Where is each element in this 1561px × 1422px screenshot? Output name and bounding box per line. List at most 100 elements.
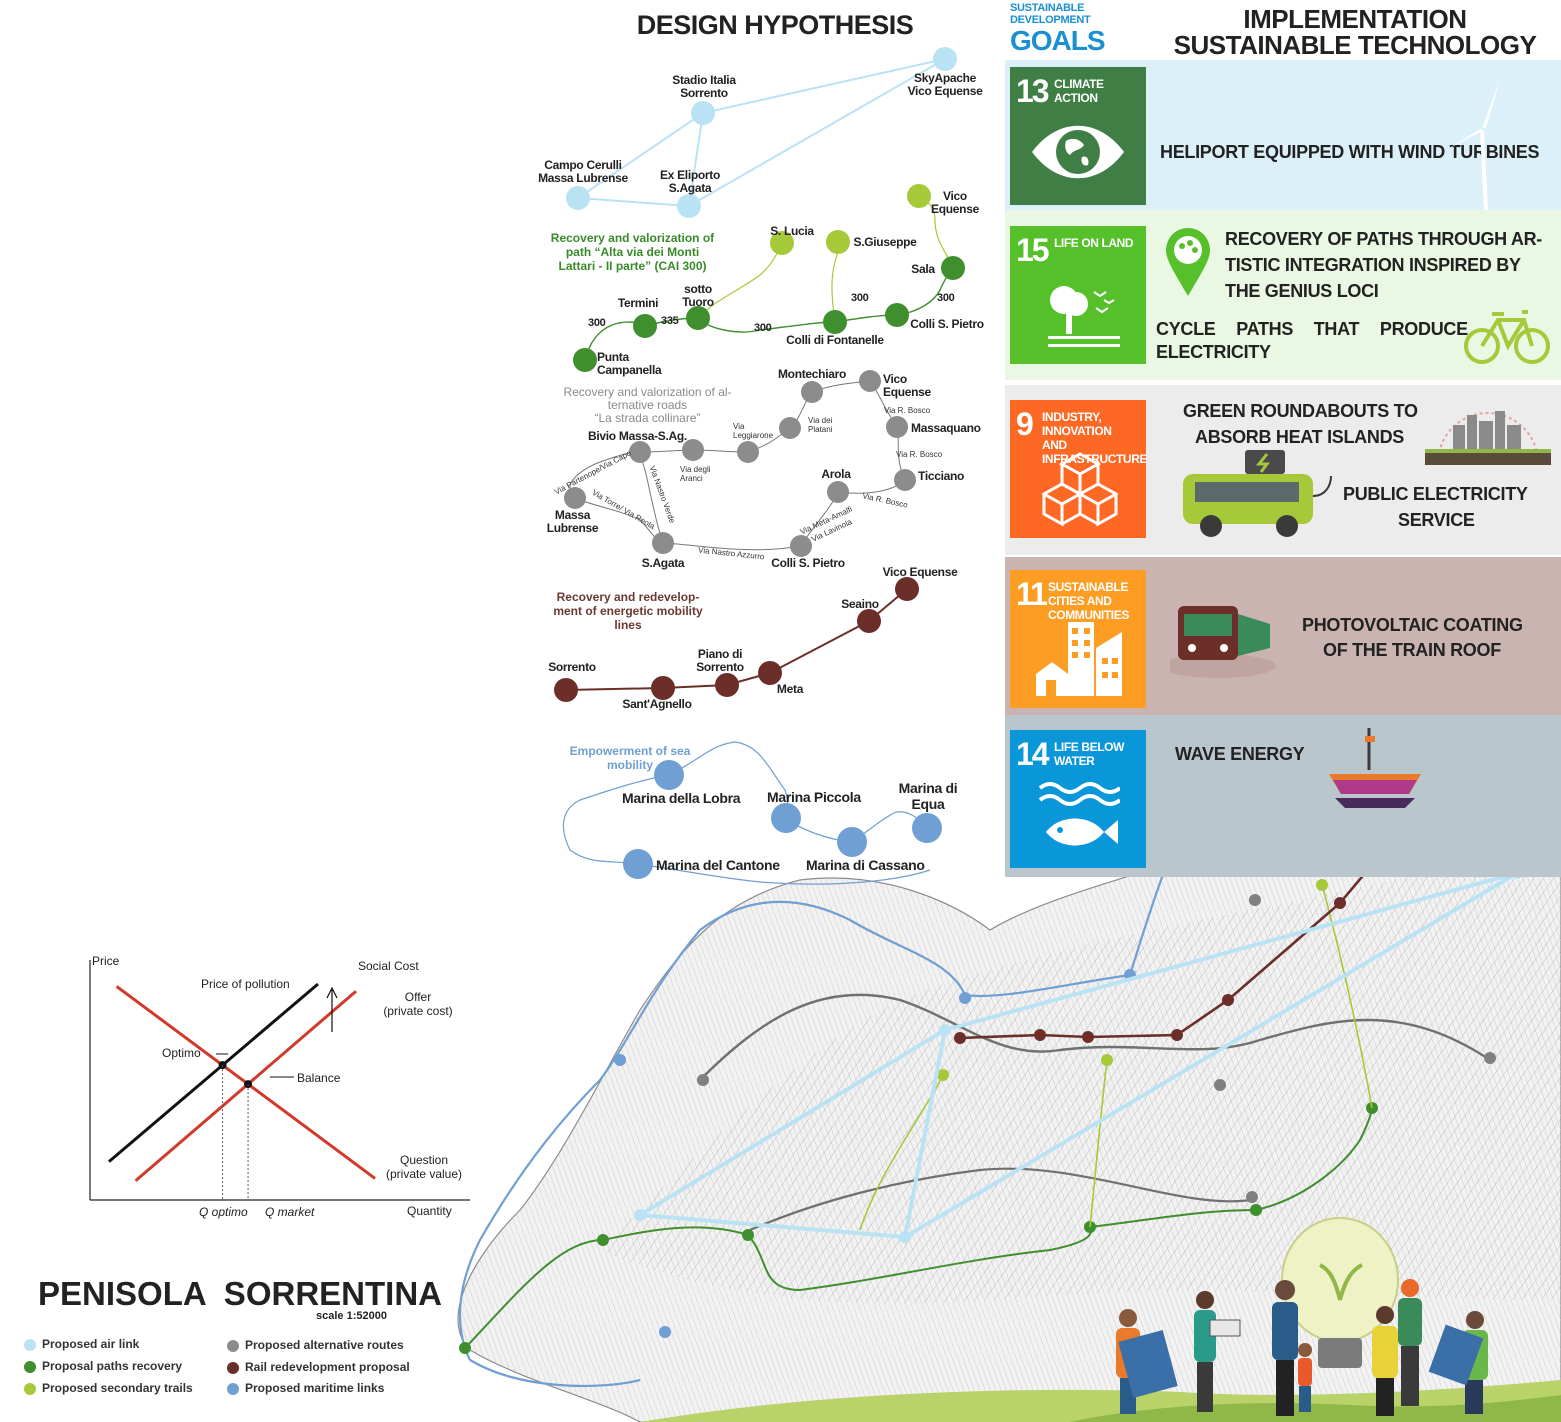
node-via-degli-aranci xyxy=(682,439,704,461)
air-link-map xyxy=(638,871,1519,1239)
person-icon xyxy=(1372,1306,1398,1416)
sdg-15-number: 15 xyxy=(1016,232,1050,268)
implementation-title-line2: SUSTAINABLE TECHNOLOGY xyxy=(1173,30,1537,60)
sea-mobility-title-l1: Empowerment of sea xyxy=(569,744,691,758)
label-skyapache-l2: Vico Equense xyxy=(907,84,983,98)
label-marina-del-cantone: Marina del Cantone xyxy=(656,857,780,873)
series-label-social-cost: Social Cost xyxy=(358,959,419,973)
legend-dot-maritime xyxy=(227,1383,239,1395)
label-montechiaro: Montechiaro xyxy=(777,367,847,381)
label-marina-di-equa: Marina di Equa xyxy=(893,780,963,812)
node-massa-lubrense xyxy=(564,487,586,509)
series-label-question: Question (private value) xyxy=(383,1153,465,1181)
goal-13-text: HELIPORT EQUIPPED WITH WIND TURBINES xyxy=(1160,142,1540,162)
label-massa-lubrense-l1: Massa xyxy=(554,508,591,522)
sdg-9-label: INDUSTRY, INNOVATION AND INFRASTRUCTURE xyxy=(1042,410,1148,466)
node-termini xyxy=(633,314,657,338)
paths-recovery-title-l3: Lattari - II parte” (CAI 300) xyxy=(558,259,707,273)
rail-title-l3: lines xyxy=(614,618,642,632)
label-massaquano: Massaquano xyxy=(911,421,981,435)
node-marina-di-equa xyxy=(912,813,942,843)
tick-q-optimo: Q optimo xyxy=(199,1205,248,1219)
label-colli-s-pietro-road: Colli S. Pietro xyxy=(771,556,845,570)
annotation-balance: Balance xyxy=(297,1071,341,1085)
street-via-dei-platani: Via dei Platani xyxy=(808,416,833,434)
node-marina-del-cantone xyxy=(623,849,653,879)
wave-buoy-icon xyxy=(1329,728,1421,808)
node-sala xyxy=(941,256,965,280)
street-via-r-bosco-1: Via R. Bosco xyxy=(884,406,931,415)
annotation-price-of-pollution: Price of pollution xyxy=(201,977,290,991)
label-marina-della-lobra: Marina della Lobra xyxy=(622,790,741,806)
label-sotto-tuoro-l1: sotto xyxy=(684,282,712,296)
lightbulb-icon xyxy=(1281,1217,1399,1343)
label-skyapache: SkyApache Vico Equense xyxy=(900,72,990,98)
sdg-9-number: 9 xyxy=(1016,406,1034,442)
eye-globe-icon xyxy=(1032,125,1124,179)
node-colli-s-pietro-road xyxy=(790,535,812,557)
street-via-r-bosco-2: Via R. Bosco xyxy=(896,450,943,459)
node-marina-piccola xyxy=(771,803,801,833)
label-marina-di-equa-l1: Marina di xyxy=(898,780,958,796)
label-campo-cerulli: Campo Cerulli Massa Lubrense xyxy=(533,159,633,185)
goal-11-text-2: OF THE TRAIN ROOF xyxy=(1323,640,1501,660)
balance-point xyxy=(244,1080,253,1089)
goal-9-text-3: PUBLIC ELECTRICITY xyxy=(1343,484,1528,504)
node-via-leggiarone xyxy=(737,441,759,463)
goal-9-text-2: ABSORB HEAT ISLANDS xyxy=(1195,427,1404,447)
electric-bus-icon xyxy=(1183,450,1332,537)
goal-9-text-1: GREEN ROUNDABOUTS TO xyxy=(1183,401,1418,421)
node-montechiaro xyxy=(801,381,823,403)
person-icon xyxy=(1398,1279,1422,1406)
node-colli-s-pietro xyxy=(885,303,909,327)
label-colli-s-pietro: Colli S. Pietro xyxy=(910,317,984,331)
sdg-logo: SUSTAINABLE DEVELOPMENT GOALS xyxy=(1010,2,1138,60)
series-label-offer: Offer (private cost) xyxy=(382,990,454,1018)
label-piano-di-sorrento-l2: Sorrento xyxy=(696,660,744,674)
node-colli-di-fontanelle xyxy=(823,310,847,334)
label-massa-lubrense-l2: Lubrense xyxy=(546,521,599,535)
shift-arrow-icon xyxy=(326,986,338,1032)
node-campo-cerulli xyxy=(566,186,590,210)
community-illustration xyxy=(1116,1217,1488,1416)
path-number-300-a: 300 xyxy=(588,317,606,329)
person-icon xyxy=(1428,1311,1488,1414)
label-seaino: Seaino xyxy=(841,597,879,611)
label-ticciano: Ticciano xyxy=(918,469,965,483)
label-campo-cerulli-l1: Campo Cerulli xyxy=(544,158,622,172)
legend-dot-secondary xyxy=(24,1383,36,1395)
map-scale: scale 1:52000 xyxy=(316,1310,387,1322)
node-marina-della-lobra xyxy=(654,760,684,790)
sdg-11-box: 11 SUSTAINABLE CITIES AND COMMUNITIES xyxy=(1010,570,1146,708)
label-stadio-italia-l1: Stadio Italia xyxy=(672,73,736,87)
goal-11-text-1: PHOTOVOLTAIC COATING xyxy=(1302,615,1523,635)
legend-rail: Rail redevelopment proposal xyxy=(245,1360,410,1374)
path-number-300-d: 300 xyxy=(937,292,955,304)
node-ticciano xyxy=(894,469,916,491)
label-ex-eliporto-l1: Ex Eliporto xyxy=(659,168,721,182)
label-piano-di-sorrento-l1: Piano di xyxy=(697,647,743,661)
chart-xlabel: Quantity xyxy=(407,1204,452,1218)
label-colli-di-fontanelle: Colli di Fontanelle xyxy=(786,333,884,347)
label-vico-equense-trail-l2: Equense xyxy=(931,202,979,216)
paths-recovery-title-l2: path “Alta via dei Monti xyxy=(565,245,700,259)
map-title: PENISOLA SORRENTINA xyxy=(38,1275,442,1312)
paths-recovery-title: Recovery and valorization of path “Alta … xyxy=(540,231,725,273)
social-cost-line xyxy=(108,982,319,1163)
node-punta-campanella xyxy=(573,348,597,372)
street-via-degli-aranci: Via degli Aranci xyxy=(680,465,711,483)
series-label-question-l2: (private value) xyxy=(385,1167,463,1181)
fish-waves-icon xyxy=(1038,782,1120,846)
sdg-logo-line1: SUSTAINABLE xyxy=(1010,2,1085,14)
rail-title-l2: ment of energetic mobility xyxy=(553,604,703,618)
path-number-335: 335 xyxy=(661,315,679,327)
path-number-300-c: 300 xyxy=(851,292,869,304)
alternative-roads-title: Recovery and valorization of al- ternati… xyxy=(560,386,735,425)
node-s-lucia xyxy=(770,231,794,255)
label-sotto-tuoro-l2: Tuoro xyxy=(682,295,714,309)
sdg-15-box: 15 LIFE ON LAND xyxy=(1010,226,1146,364)
annotation-optimo: Optimo xyxy=(162,1046,201,1060)
sdg-logo-line2: DEVELOPMENT xyxy=(1010,14,1091,26)
label-arola: Arola xyxy=(821,467,851,481)
